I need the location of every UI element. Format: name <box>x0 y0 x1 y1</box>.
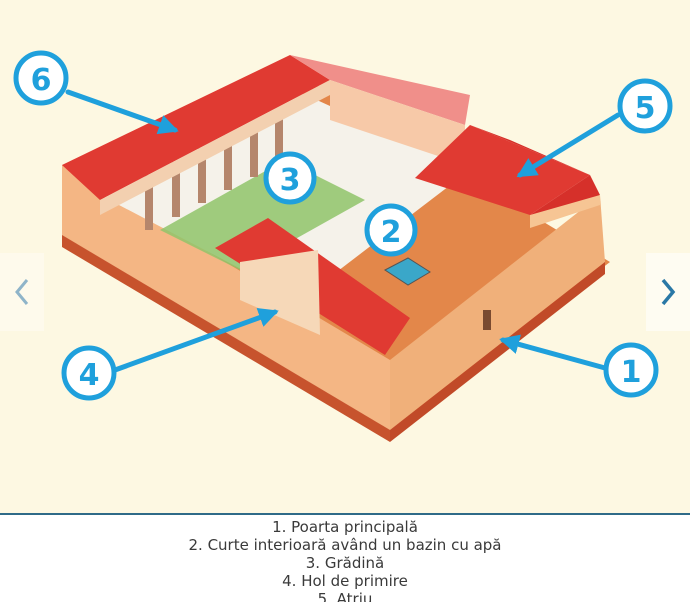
legend-caption: 1. Poarta principală 2. Curte interioară… <box>0 516 690 602</box>
marker-1-label: 1 <box>621 355 642 390</box>
slide-stage: 6 5 3 2 4 1 <box>0 0 690 513</box>
caption-divider <box>0 513 690 515</box>
marker-6-label: 6 <box>31 63 52 98</box>
marker-3-label: 3 <box>280 163 301 198</box>
marker-1: 1 <box>603 342 659 398</box>
marker-5: 5 <box>617 78 673 134</box>
marker-2-label: 2 <box>381 215 402 250</box>
legend-item-5: 5. Atriu <box>317 590 373 602</box>
chevron-left-icon <box>15 279 29 305</box>
legend-item-4: 4. Hol de primire <box>282 572 408 590</box>
marker-3: 3 <box>263 151 317 205</box>
marker-5-label: 5 <box>635 91 656 126</box>
callout-overlay: 6 5 3 2 4 1 <box>13 50 673 401</box>
next-slide-button[interactable] <box>646 253 690 331</box>
legend-item-3: 3. Grădină <box>305 554 385 572</box>
marker-4-label: 4 <box>79 358 100 393</box>
chevron-right-icon <box>661 278 676 306</box>
marker-2: 2 <box>364 203 418 257</box>
legend-item-1: 1. Poarta principală <box>272 518 418 536</box>
marker-4: 4 <box>61 345 117 401</box>
legend-item-2: 2. Curte interioară având un bazin cu ap… <box>188 536 502 554</box>
marker-6: 6 <box>13 50 69 106</box>
previous-slide-button[interactable] <box>0 253 44 331</box>
